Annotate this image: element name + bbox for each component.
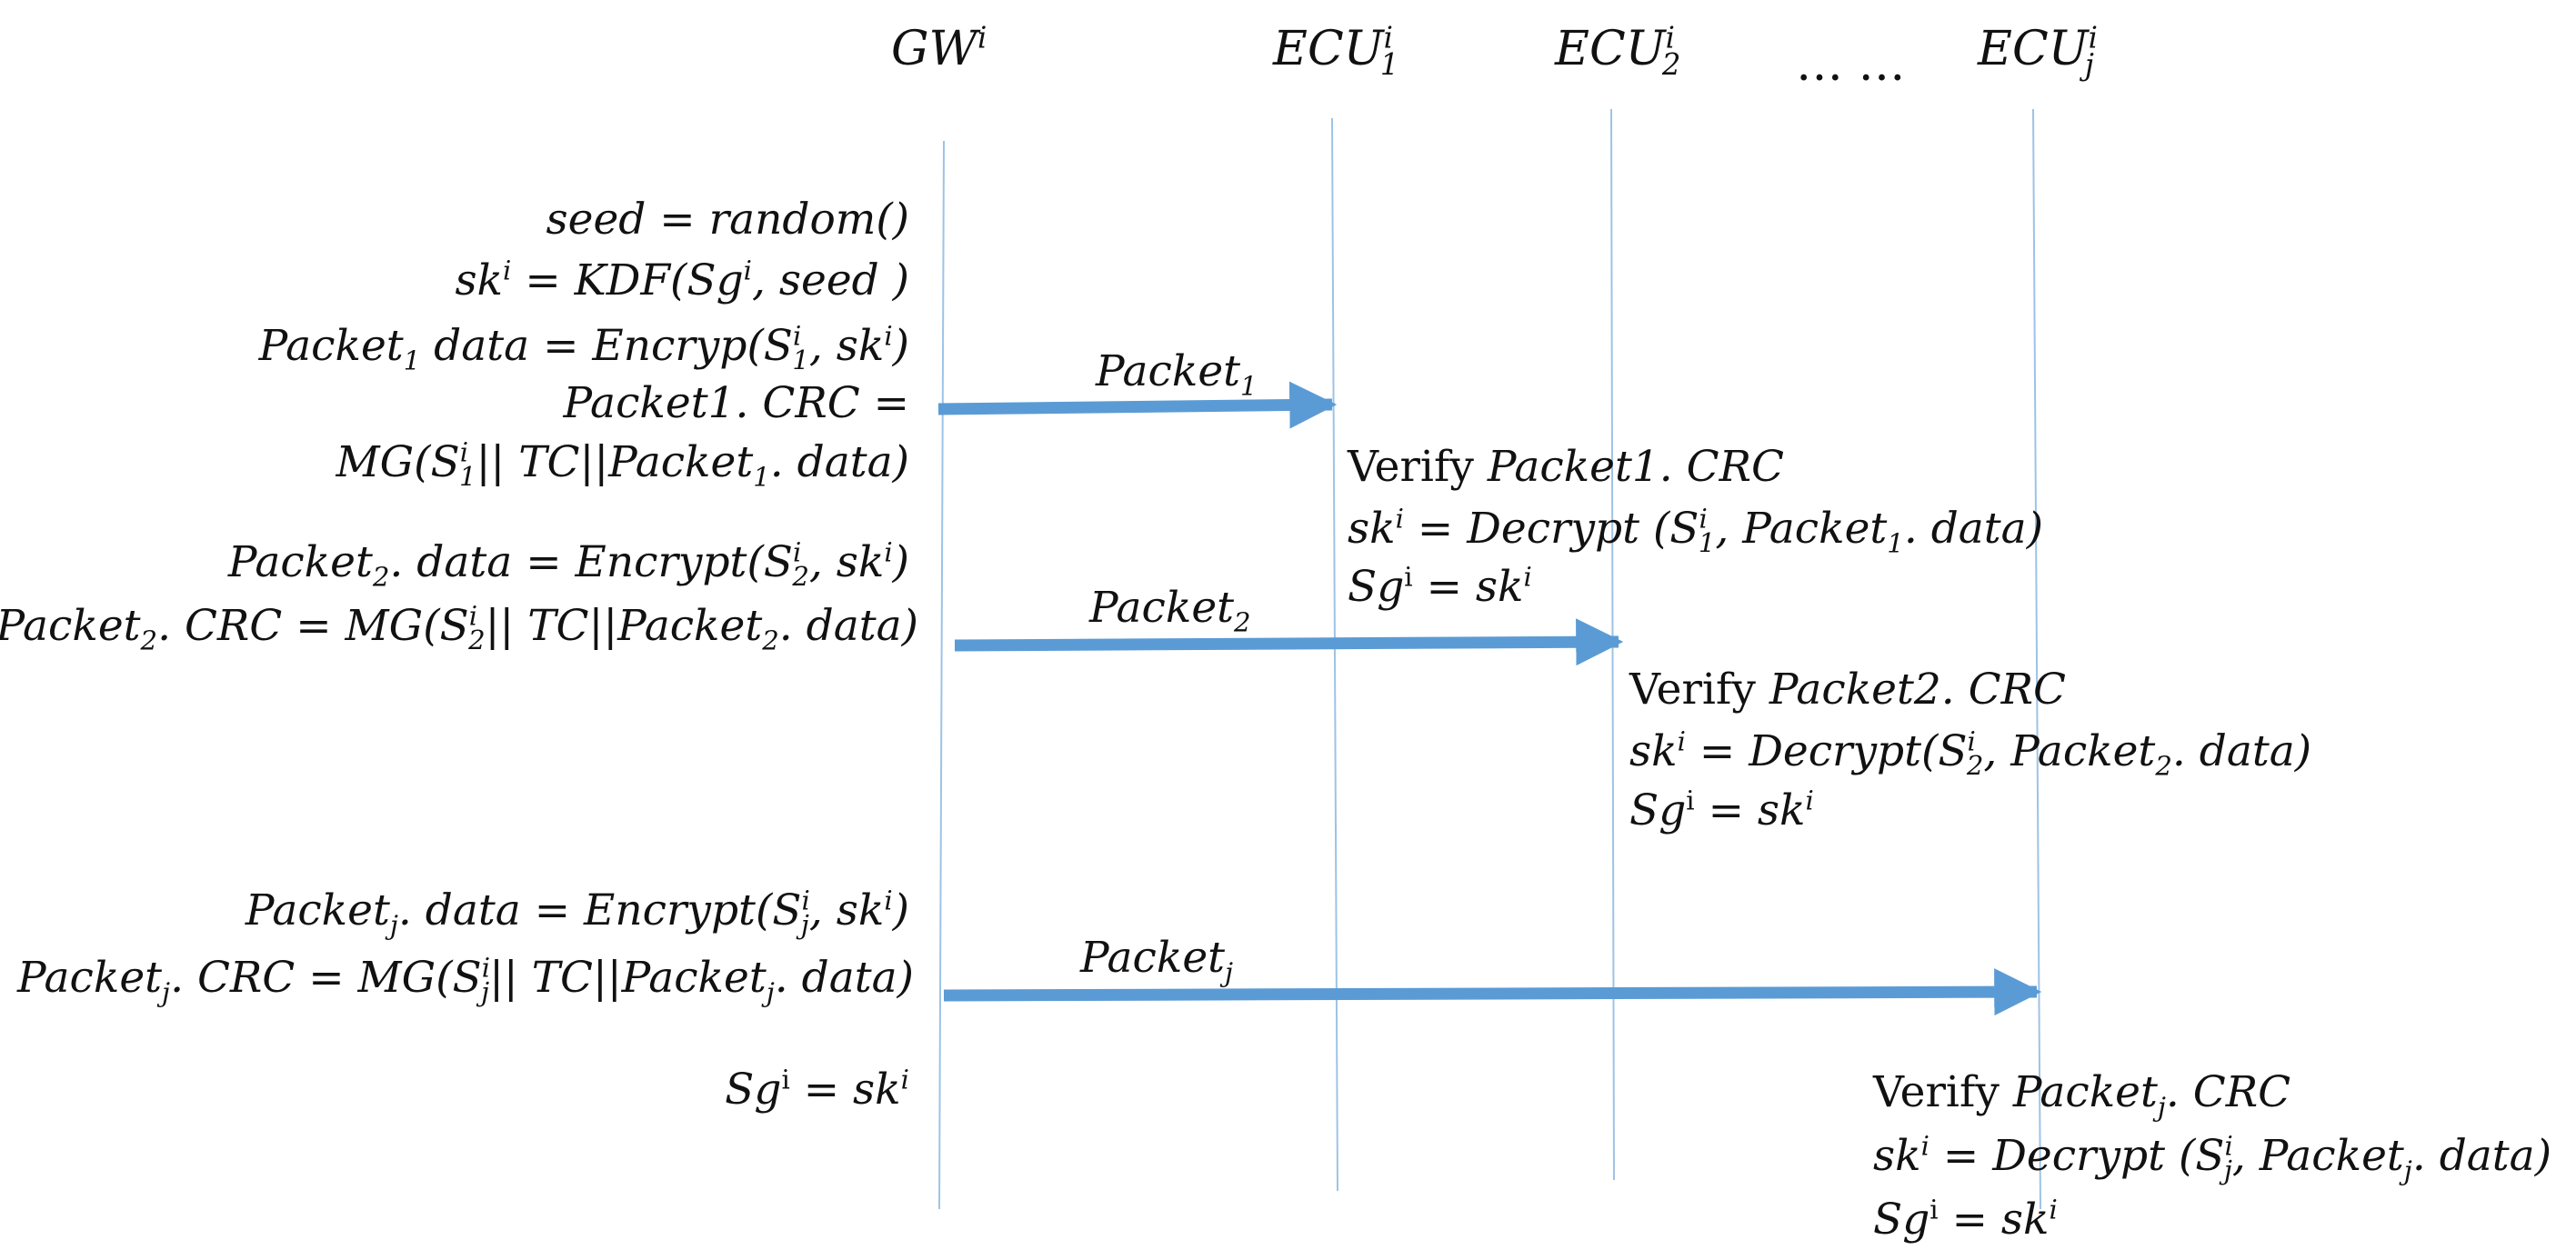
- gw-packetj-data-op: Packetj. data = Encrypt(Sij, ski): [245, 885, 909, 941]
- packetj-message-label: Packetj: [1080, 933, 1234, 988]
- ecu1-lifeline: [1331, 117, 1338, 1192]
- packet2-message-label: Packet2: [1089, 583, 1251, 638]
- ecuj-key-update: Sgi = ski: [1873, 1194, 2058, 1245]
- packet1-arrow: [937, 381, 1338, 429]
- gw-packet1-crc-op-line1: Packet1. CRC =: [563, 378, 909, 428]
- ecuj-lifeline: [2032, 108, 2041, 1210]
- gw-packet2-data-op: Packet2. data = Encrypt(Si2, ski): [227, 536, 909, 593]
- ecu1-header: ECUi1: [1273, 20, 1399, 83]
- gw-header: GWi: [891, 20, 987, 76]
- gw-packet2-crc-op: Packet2. CRC = MG(Si2|| TC||Packet2. dat…: [0, 600, 918, 656]
- gw-packet1-crc-op-line2: MG(Si1|| TC||Packet1. data): [336, 436, 909, 493]
- packet2-arrow: [954, 618, 1624, 666]
- gw-final-key-update: Sgi = ski: [725, 1064, 909, 1115]
- packet1-message-label: Packet1: [1096, 346, 1258, 402]
- ecu1-verify-op: Verify Packet1. CRC: [1348, 442, 1784, 492]
- ellipsis: … …: [1796, 37, 1906, 92]
- ecu2-decrypt-op: ski = Decrypt(Si2, Packet2. data): [1629, 725, 2312, 782]
- gw-packet1-data-op: Packet1 data = Encryp(Si1, ski): [258, 320, 909, 376]
- ecuj-decrypt-op: ski = Decrypt (Sij, Packetj. data): [1873, 1130, 2552, 1186]
- ecu2-verify-op: Verify Packet2. CRC: [1629, 665, 2066, 715]
- gw-packetj-crc-op: Packetj. CRC = MG(Sij|| TC||Packetj. dat…: [17, 952, 914, 1008]
- packetj-arrow: [943, 968, 2042, 1016]
- ecuj-verify-op: Verify Packetj. CRC: [1873, 1067, 2291, 1123]
- ecu1-decrypt-op: ski = Decrypt (Si1, Packet1. data): [1348, 503, 2044, 559]
- ecu2-header: ECUi2: [1555, 20, 1681, 83]
- gw-seed-op: seed = random(): [546, 195, 909, 245]
- gw-lifeline: [938, 140, 945, 1210]
- ecu2-key-update: Sgi = ski: [1629, 785, 1814, 835]
- ecuj-header: ECUij: [1978, 20, 2098, 83]
- gw-key-derivation-op: ski = KDF(Sgi, seed ): [455, 255, 909, 305]
- ecu1-key-update: Sgi = ski: [1348, 561, 1532, 612]
